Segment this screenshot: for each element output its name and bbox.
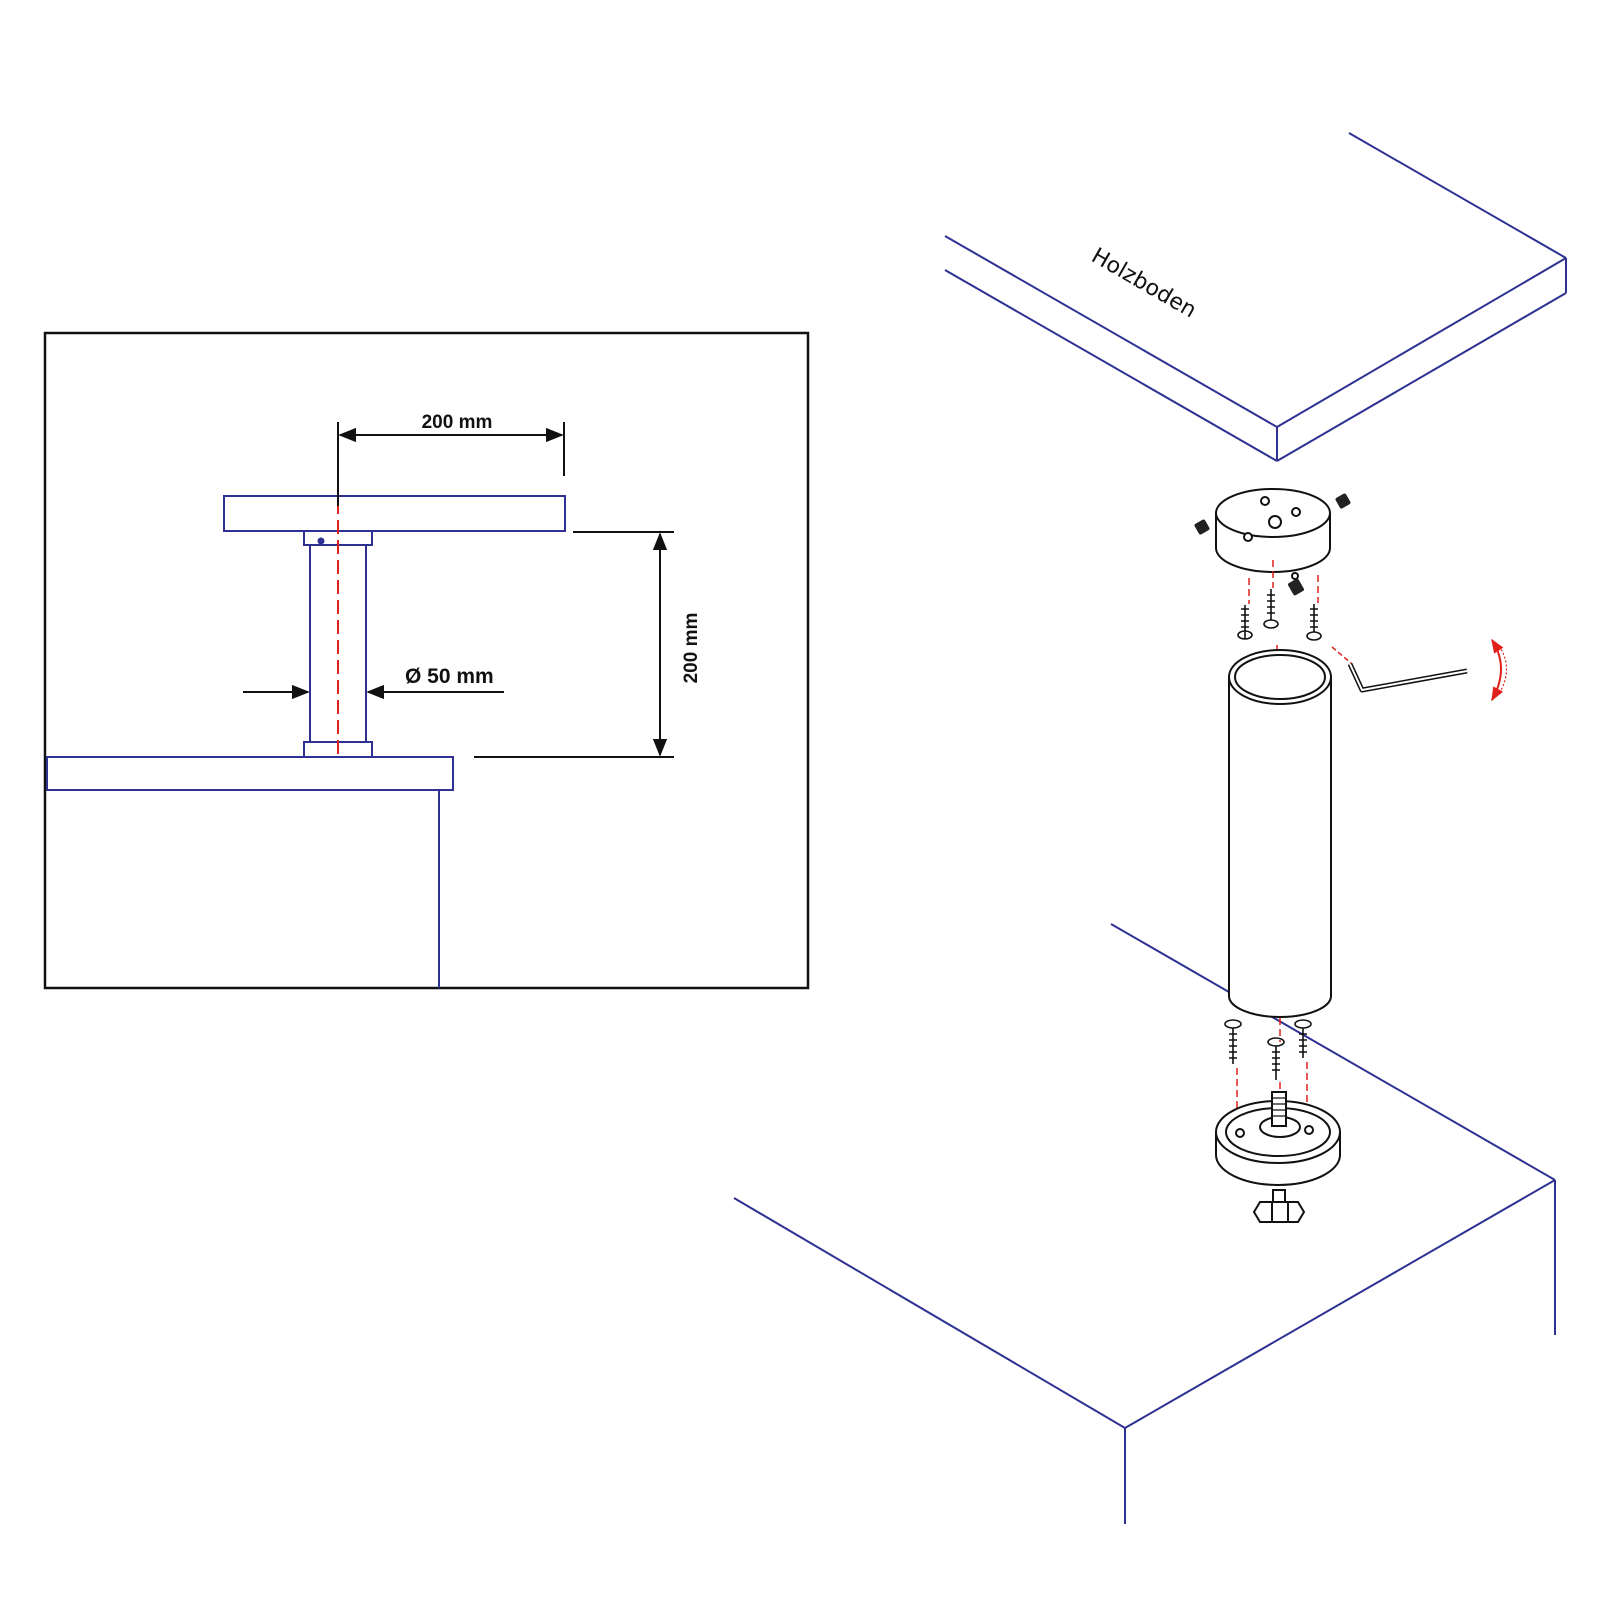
upper-wood-screws	[1237, 589, 1322, 641]
lower-cabinet	[733, 923, 1556, 1524]
height-dimension	[474, 531, 674, 758]
side-view-frame	[43, 331, 810, 990]
height-dimension-label: 200 mm	[681, 613, 702, 684]
lower-wood-screws	[1224, 1019, 1312, 1080]
assembly-view-drawing: Holzboden	[733, 132, 1567, 1524]
side-view-shelf	[223, 495, 566, 532]
grub-screw-icon	[1194, 493, 1351, 596]
allen-key-icon	[1331, 646, 1468, 693]
side-view-base-board	[46, 756, 454, 988]
wooden-shelf-label: Holzboden	[1087, 244, 1200, 324]
top-mounting-plate	[1215, 488, 1331, 580]
width-dimension-label: 200 mm	[422, 412, 493, 433]
rotation-arrow-icon	[1491, 638, 1508, 702]
post-tube	[1228, 649, 1332, 1018]
adjustable-foot	[1215, 1091, 1341, 1223]
wooden-shelf	[944, 132, 1567, 462]
diameter-dimension-label: Ø 50 mm	[405, 665, 494, 688]
width-dimension	[337, 422, 565, 506]
side-view-drawing: 200 mm 200 mm Ø 50 mm	[43, 331, 810, 990]
